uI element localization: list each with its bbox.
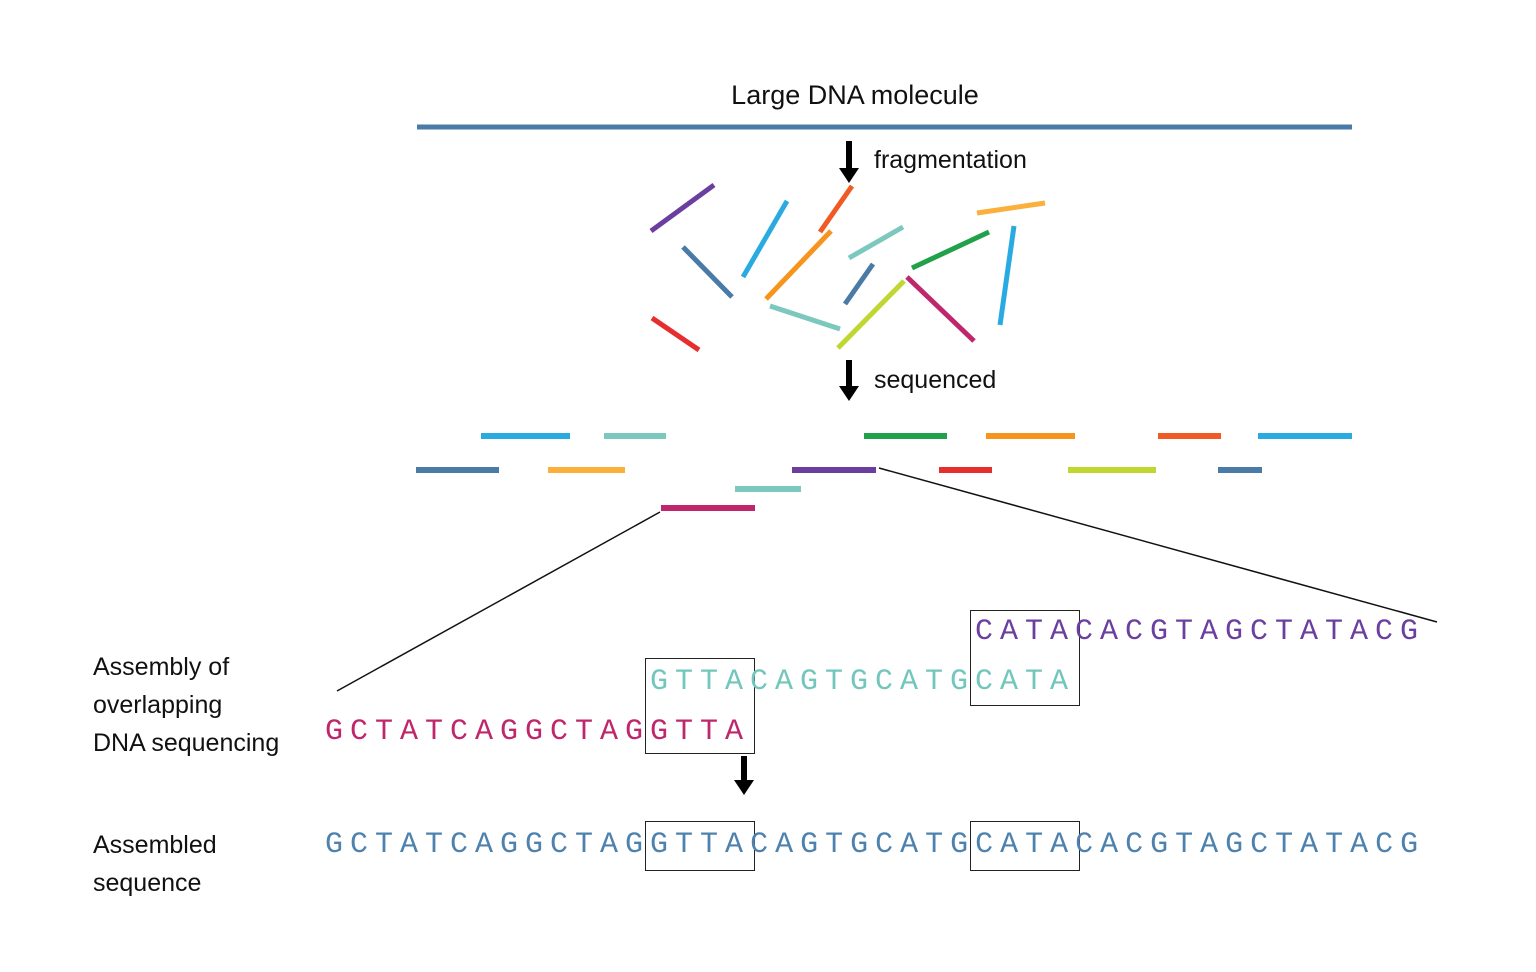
sequence-segment: CACGTAGCTATACG (1075, 828, 1426, 862)
sequenced-fragments (416, 433, 1352, 511)
fragmentation-step-label: fragmentation (874, 146, 1027, 174)
dna-fragment (847, 224, 905, 261)
dna-fragment (976, 200, 1046, 216)
dna-fragment (910, 229, 991, 271)
dna-fragment (681, 245, 734, 299)
assembled-label-line2: sequence (93, 869, 202, 897)
fragment-sequence-magenta: GCTATCAGGCTAGGTTA (325, 714, 750, 750)
down-arrow-icon (734, 756, 754, 795)
dna-fragment (740, 199, 790, 279)
sequence-segment: CATA (975, 665, 1076, 699)
dna-fragment (905, 275, 976, 343)
overlap-box-cata (970, 610, 1080, 706)
assembled-box-gtta (645, 821, 755, 871)
assembly-label: Assembly of overlapping DNA sequencing (93, 648, 279, 762)
dna-fragment (769, 303, 841, 332)
assembled-box-cata (970, 821, 1080, 871)
dna-fragment (764, 229, 833, 301)
sequence-segment: CACGTAGCTATACG (1075, 615, 1426, 649)
overlap-box-gtta (645, 658, 755, 754)
dna-fragment (649, 182, 716, 234)
assembly-label-line3: DNA sequencing (93, 729, 280, 757)
assembly-label-line2: overlapping (93, 691, 223, 719)
sequence-segment: CAGTGCATG (750, 828, 976, 862)
diagram-title: Large DNA molecule (731, 80, 979, 110)
dna-fragment (842, 262, 876, 306)
sequence-segment: GTTA (650, 715, 751, 749)
sequence-segment: GCTATCAGGCTAG (325, 715, 651, 749)
dna-fragment (650, 315, 701, 353)
sequenced-step-label: sequenced (874, 366, 997, 394)
assembled-sequence: GCTATCAGGCTAGGTTACAGTGCATGCATACACGTAGCTA… (325, 827, 1425, 863)
sequence-segment: CATA (975, 615, 1076, 649)
dna-fragment (836, 279, 906, 350)
dna-fragment (997, 225, 1017, 326)
down-arrow-icon (839, 360, 859, 401)
fragment-sequence-purple: CATACACGTAGCTATACG (975, 614, 1425, 650)
assembly-label-line1: Assembly of (93, 653, 230, 681)
assembled-label-line1: Assembled (93, 831, 217, 859)
fragment-sequence-teal: GTTACAGTGCATGCATA (650, 664, 1075, 700)
down-arrow-icon (839, 141, 859, 183)
dna-fragment (817, 184, 855, 234)
sequence-segment: GTTA (650, 665, 751, 699)
assembled-label: Assembled sequence (93, 826, 217, 902)
fragment-pile (649, 182, 1046, 353)
zoom-connector-left (336, 511, 661, 692)
sequence-segment: GTTA (650, 828, 751, 862)
sequence-segment: CATA (975, 828, 1076, 862)
zoom-connector-right (878, 467, 1438, 623)
sequence-segment: GCTATCAGGCTAG (325, 828, 651, 862)
sequence-segment: CAGTGCATG (750, 665, 976, 699)
